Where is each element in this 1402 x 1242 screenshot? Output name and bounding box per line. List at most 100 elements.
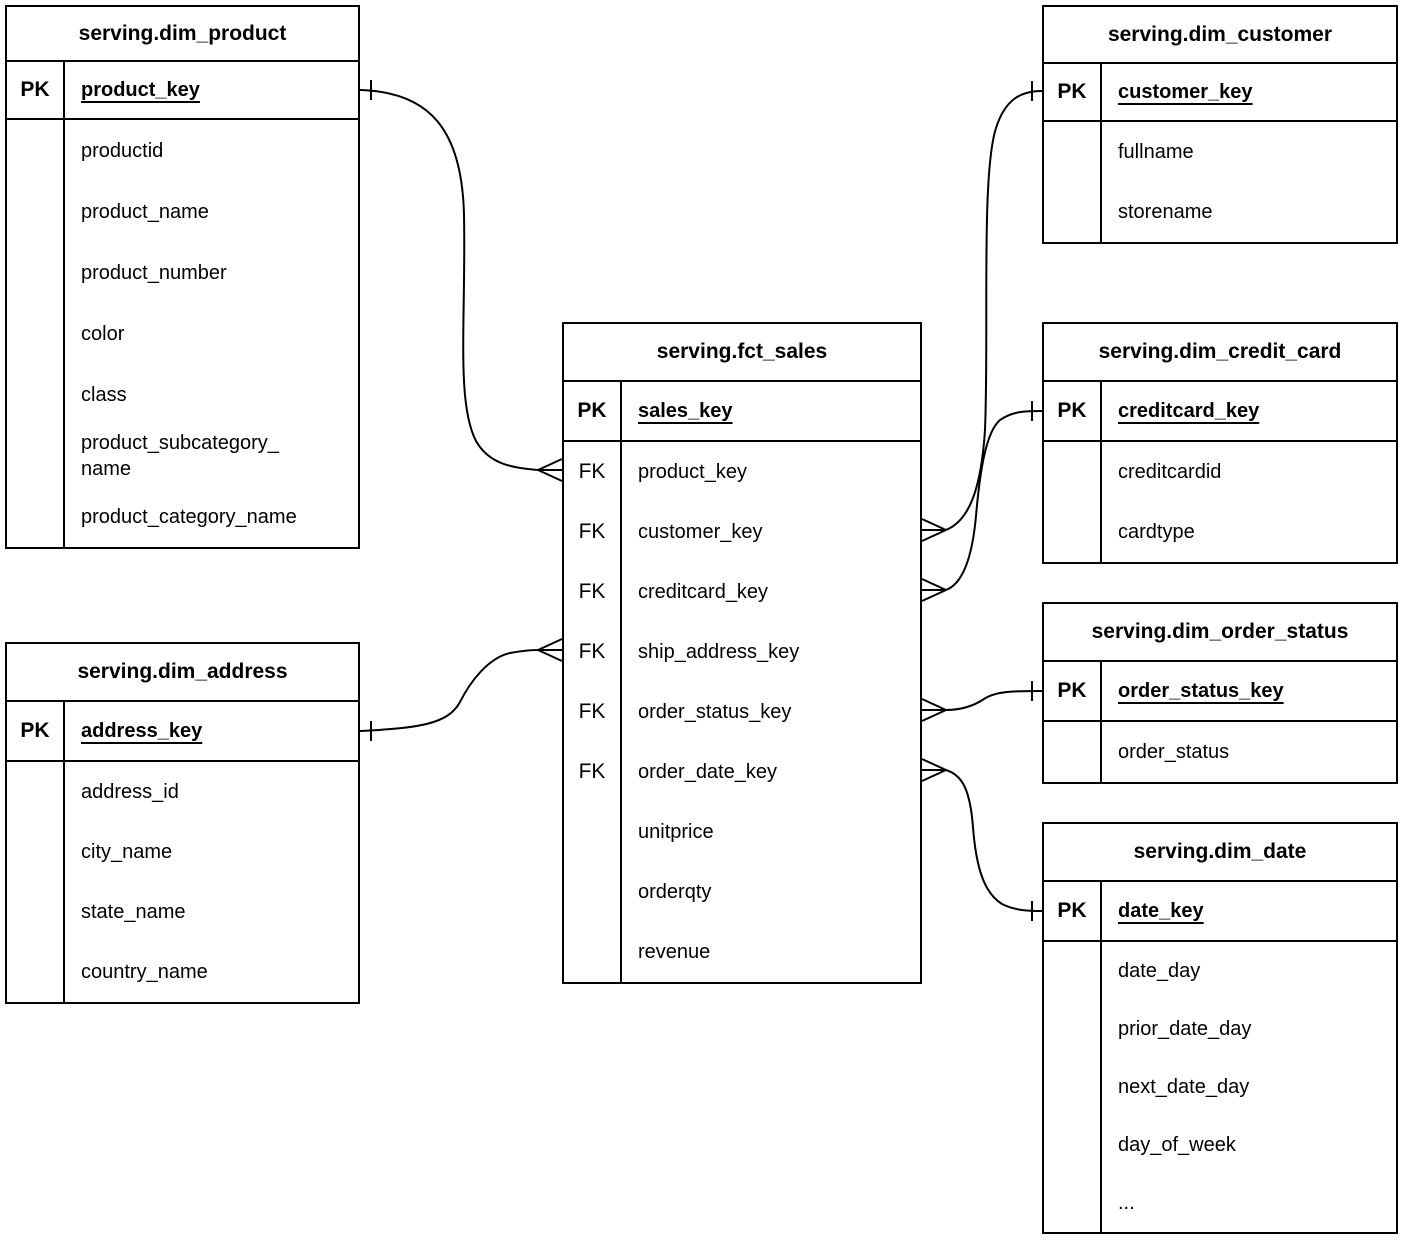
table-title: serving.dim_date xyxy=(1044,824,1396,882)
fk-label xyxy=(1044,122,1102,182)
pk-label: PK xyxy=(564,382,622,440)
pk-field-name: customer_key xyxy=(1118,80,1253,103)
relationship-line xyxy=(359,89,539,471)
field-row: order_status xyxy=(1044,722,1396,782)
field-name: ship_address_key xyxy=(638,641,800,663)
field-name: fullname xyxy=(1118,141,1194,163)
table-title: serving.dim_customer xyxy=(1044,7,1396,64)
fk-label: FK xyxy=(564,622,622,682)
fk-label xyxy=(7,942,65,1002)
pk-field-name: sales_key xyxy=(638,399,733,422)
field-row: FK customer_key xyxy=(564,502,920,562)
field-name: storename xyxy=(1118,201,1213,223)
fk-label xyxy=(1044,722,1102,782)
fk-label xyxy=(1044,1000,1102,1058)
field-name: creditcardid xyxy=(1118,461,1222,483)
field-row: FK order_status_key xyxy=(564,682,920,742)
pk-field-name: product_key xyxy=(81,78,200,101)
field-name: state_name xyxy=(81,901,186,923)
field-name: customer_key xyxy=(638,521,763,543)
primary-key-row: PK order_status_key xyxy=(1044,662,1396,722)
fk-label xyxy=(564,922,622,982)
field-row: storename xyxy=(1044,182,1396,242)
table-title: serving.dim_order_status xyxy=(1044,604,1396,662)
crow-foot-marker xyxy=(921,578,947,602)
fk-label: FK xyxy=(564,562,622,622)
field-row: unitprice xyxy=(564,802,920,862)
field-name: product_key xyxy=(638,461,747,483)
relationship-fct_sales-dim_address xyxy=(359,638,563,741)
field-row: cardtype xyxy=(1044,502,1396,562)
field-name: prior_date_day xyxy=(1118,1018,1252,1040)
fk-label xyxy=(7,822,65,882)
crow-foot-marker xyxy=(921,518,947,542)
crow-foot-marker xyxy=(537,638,563,662)
table-title: serving.fct_sales xyxy=(564,324,920,382)
field-row: product_name xyxy=(7,181,358,242)
field-name: color xyxy=(81,322,125,345)
field-name: revenue xyxy=(638,941,711,963)
fk-label xyxy=(7,425,65,486)
relationship-fct_sales-dim_customer xyxy=(921,81,1043,542)
relationship-line xyxy=(945,769,1043,912)
pk-label: PK xyxy=(7,702,65,760)
pk-field-name: address_key xyxy=(81,719,203,742)
field-row: orderqty xyxy=(564,862,920,922)
field-row: country_name xyxy=(7,942,358,1002)
field-row: revenue xyxy=(564,922,920,982)
crow-foot-marker xyxy=(921,758,947,782)
fk-label xyxy=(564,802,622,862)
fk-label: FK xyxy=(564,442,622,502)
fk-label xyxy=(1044,1174,1102,1232)
field-name: order_status xyxy=(1118,741,1230,763)
pk-label: PK xyxy=(1044,882,1102,940)
field-row: ... xyxy=(1044,1174,1396,1232)
field-name: productid xyxy=(81,139,164,162)
pk-field-name: order_status_key xyxy=(1118,679,1284,702)
fk-label xyxy=(7,120,65,181)
fk-label xyxy=(7,242,65,303)
field-row: product_number xyxy=(7,242,358,303)
field-row: color xyxy=(7,303,358,364)
field-name: address_id xyxy=(81,781,179,803)
field-row: next_date_day xyxy=(1044,1058,1396,1116)
fk-label xyxy=(7,181,65,242)
field-row: FK order_date_key xyxy=(564,742,920,802)
field-row: day_of_week xyxy=(1044,1116,1396,1174)
field-name: order_status_key xyxy=(638,701,792,723)
field-row: prior_date_day xyxy=(1044,1000,1396,1058)
fk-label xyxy=(7,364,65,425)
field-row: FK product_key xyxy=(564,442,920,502)
relationship-fct_sales-dim_order_status xyxy=(921,681,1043,722)
field-name: orderqty xyxy=(638,881,712,903)
pk-label: PK xyxy=(1044,662,1102,720)
table-title: serving.dim_address xyxy=(7,644,358,702)
field-row: date_day xyxy=(1044,942,1396,1000)
fk-label xyxy=(1044,502,1102,562)
field-name: unitprice xyxy=(638,821,714,843)
field-row: FK ship_address_key xyxy=(564,622,920,682)
fk-label: FK xyxy=(564,682,622,742)
relationship-fct_sales-dim_credit_card xyxy=(921,401,1043,602)
field-name: product_category_name xyxy=(81,505,297,528)
field-name: creditcard_key xyxy=(638,581,769,603)
fk-label xyxy=(1044,1116,1102,1174)
field-row: productid xyxy=(7,120,358,181)
fk-label xyxy=(7,303,65,364)
field-name: next_date_day xyxy=(1118,1076,1250,1098)
fk-label xyxy=(564,862,622,922)
fk-label: FK xyxy=(564,502,622,562)
field-row: fullname xyxy=(1044,122,1396,182)
fk-label: FK xyxy=(564,742,622,802)
field-name: order_date_key xyxy=(638,761,777,783)
table-title: serving.dim_product xyxy=(7,7,358,62)
table-title: serving.dim_credit_card xyxy=(1044,324,1396,382)
relationship-line xyxy=(359,649,539,732)
relationship-fct_sales-dim_date xyxy=(921,758,1043,921)
